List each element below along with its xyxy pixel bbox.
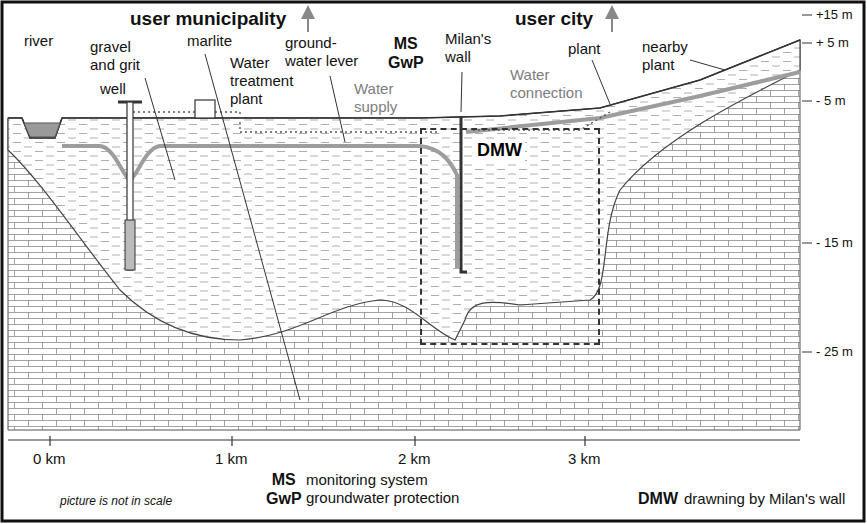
- key-text: monitoring system groundwater protection: [306, 471, 474, 507]
- well-screen: [125, 220, 135, 270]
- milans-wall: [461, 116, 467, 272]
- depth-label: +15 m: [816, 7, 853, 23]
- part-name: plant: [566, 40, 603, 58]
- dashed-zone: DMW: [420, 128, 600, 345]
- marlite-rock: [8, 40, 800, 430]
- gravel-aquifer: [8, 40, 800, 340]
- part-name: ground-water lever: [283, 34, 369, 70]
- depth-label: + 5 m: [816, 35, 849, 51]
- part-name: well: [98, 80, 128, 98]
- depth-label: - 25 m: [816, 344, 853, 360]
- abbreviation: MS GwP: [386, 34, 426, 72]
- depth-ticks: [802, 15, 812, 352]
- distance-label: 2 km: [398, 450, 431, 468]
- part-name: nearby plant: [640, 38, 690, 74]
- part-name: river: [22, 32, 55, 50]
- distance-label: 0 km: [33, 450, 66, 468]
- depth-label: - 5 m: [816, 93, 846, 109]
- part-name: marlite: [185, 32, 234, 50]
- treatment-plant-box: [195, 100, 215, 118]
- abbreviation: MS GwP: [266, 470, 302, 508]
- key-text: drawning by Milan's wall: [684, 490, 845, 508]
- depth-label: - 15 m: [816, 235, 853, 251]
- user-heading: user city: [515, 8, 593, 31]
- part-name: Milan's wall: [443, 30, 493, 66]
- part-name: Water connection: [508, 66, 585, 102]
- user-heading: user municipality: [130, 8, 286, 31]
- groundwater-table: [62, 146, 457, 268]
- river-water: [24, 123, 60, 137]
- distance-axis: [8, 436, 800, 446]
- leader-lines: [145, 54, 725, 400]
- zone-label: DMW: [474, 140, 525, 161]
- part-name: Water supply: [352, 80, 399, 116]
- part-name: gravel and grit: [88, 38, 154, 74]
- distance-label: 3 km: [568, 450, 601, 468]
- distance-label: 1 km: [215, 450, 248, 468]
- abbreviation: DMW: [638, 489, 678, 508]
- note: picture is not in scale: [60, 494, 172, 508]
